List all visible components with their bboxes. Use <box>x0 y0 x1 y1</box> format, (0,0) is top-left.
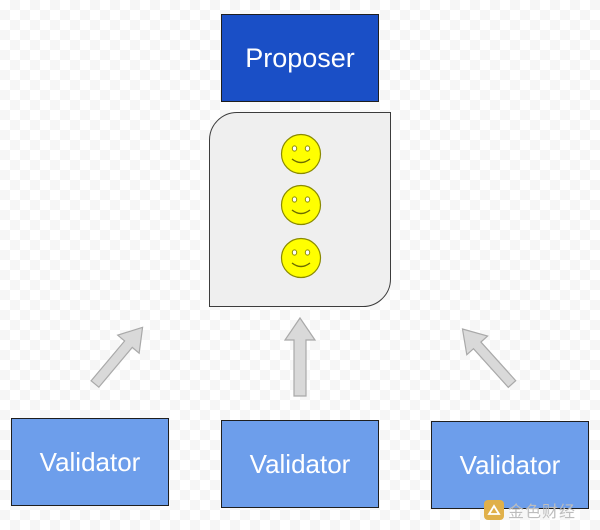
validator-box-2: Validator <box>221 420 379 508</box>
proposer-label: Proposer <box>245 42 355 73</box>
proposer-box: Proposer <box>221 14 379 102</box>
arrow-up-right-icon <box>90 326 144 389</box>
validator-box-1: Validator <box>11 418 169 506</box>
smiley-face-icon <box>280 237 322 279</box>
validator-label: Validator <box>39 446 141 477</box>
validator-label: Validator <box>459 449 561 480</box>
validator-label: Validator <box>249 448 351 479</box>
watermark-text: 金色财经 <box>508 504 577 521</box>
arrow-up-icon <box>283 316 317 397</box>
smiley-face-icon <box>280 133 322 175</box>
smiley-face-icon <box>280 184 322 226</box>
watermark: 金色财经 <box>484 498 576 522</box>
arrow-up-left-icon <box>461 328 517 389</box>
watermark-logo-icon <box>484 500 504 520</box>
validator-box-3: Validator <box>431 421 589 509</box>
